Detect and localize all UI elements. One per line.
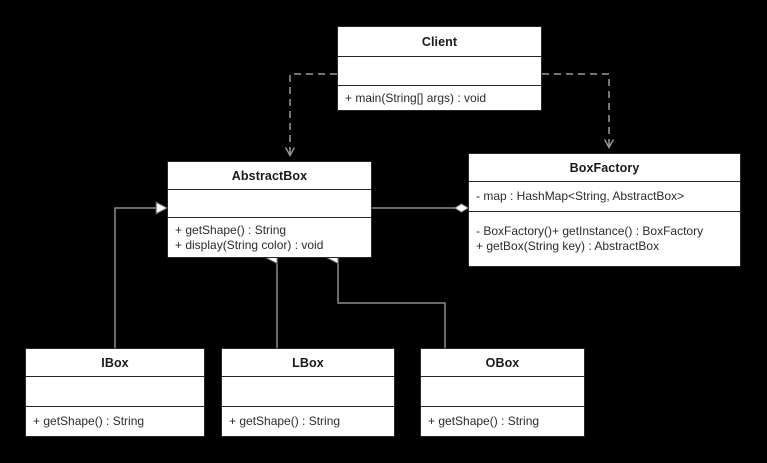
operation-item: + getShape() : String	[33, 414, 145, 428]
class-attributes-abstractbox	[168, 190, 371, 218]
class-box-obox[interactable]: OBox + getShape() : String	[420, 348, 585, 437]
class-name-client: Client	[338, 27, 541, 57]
class-box-client[interactable]: Client + main(String[] args) : void	[337, 26, 542, 111]
class-operations-abstractbox: + getShape() : String + display(String c…	[168, 218, 371, 257]
class-box-ibox[interactable]: IBox + getShape() : String	[25, 348, 205, 437]
class-attributes-client	[338, 57, 541, 86]
connector-client-to-boxfactory	[542, 73, 609, 147]
attribute-item: - map : HashMap<String, AbstractBox>	[476, 189, 685, 203]
class-name-abstractbox: AbstractBox	[168, 162, 371, 190]
class-name-ibox: IBox	[26, 349, 204, 377]
operation-item: - BoxFactory()+ getInstance() : BoxFacto…	[476, 224, 704, 238]
class-operations-lbox: + getShape() : String	[222, 407, 394, 436]
class-operations-client: + main(String[] args) : void	[338, 86, 541, 110]
class-operations-obox: + getShape() : String	[421, 407, 584, 436]
operation-item: + main(String[] args) : void	[345, 90, 487, 105]
class-name-boxfactory: BoxFactory	[469, 154, 740, 182]
class-attributes-lbox	[222, 377, 394, 407]
class-operations-boxfactory: - BoxFactory()+ getInstance() : BoxFacto…	[469, 212, 740, 266]
class-attributes-boxfactory: - map : HashMap<String, AbstractBox>	[469, 182, 740, 212]
connector-client-to-abstractbox	[290, 73, 337, 155]
operation-item: + display(String color) : void	[175, 237, 324, 252]
class-box-abstractbox[interactable]: AbstractBox + getShape() : String + disp…	[167, 161, 372, 258]
operation-item: + getShape() : String	[428, 414, 540, 428]
class-box-lbox[interactable]: LBox + getShape() : String	[221, 348, 395, 437]
class-name-lbox: LBox	[222, 349, 394, 377]
class-name-obox: OBox	[421, 349, 584, 377]
connector-ibox-to-abstractbox	[114, 208, 167, 348]
connector-obox-to-abstractbox	[338, 258, 446, 348]
operation-item: + getShape() : String	[175, 222, 287, 237]
class-attributes-obox	[421, 377, 584, 407]
class-attributes-ibox	[26, 377, 204, 407]
operation-item: + getBox(String key) : AbstractBox	[476, 239, 660, 253]
class-box-boxfactory[interactable]: BoxFactory - map : HashMap<String, Abstr…	[468, 153, 741, 267]
class-operations-ibox: + getShape() : String	[26, 407, 204, 436]
operation-item: + getShape() : String	[229, 414, 341, 428]
